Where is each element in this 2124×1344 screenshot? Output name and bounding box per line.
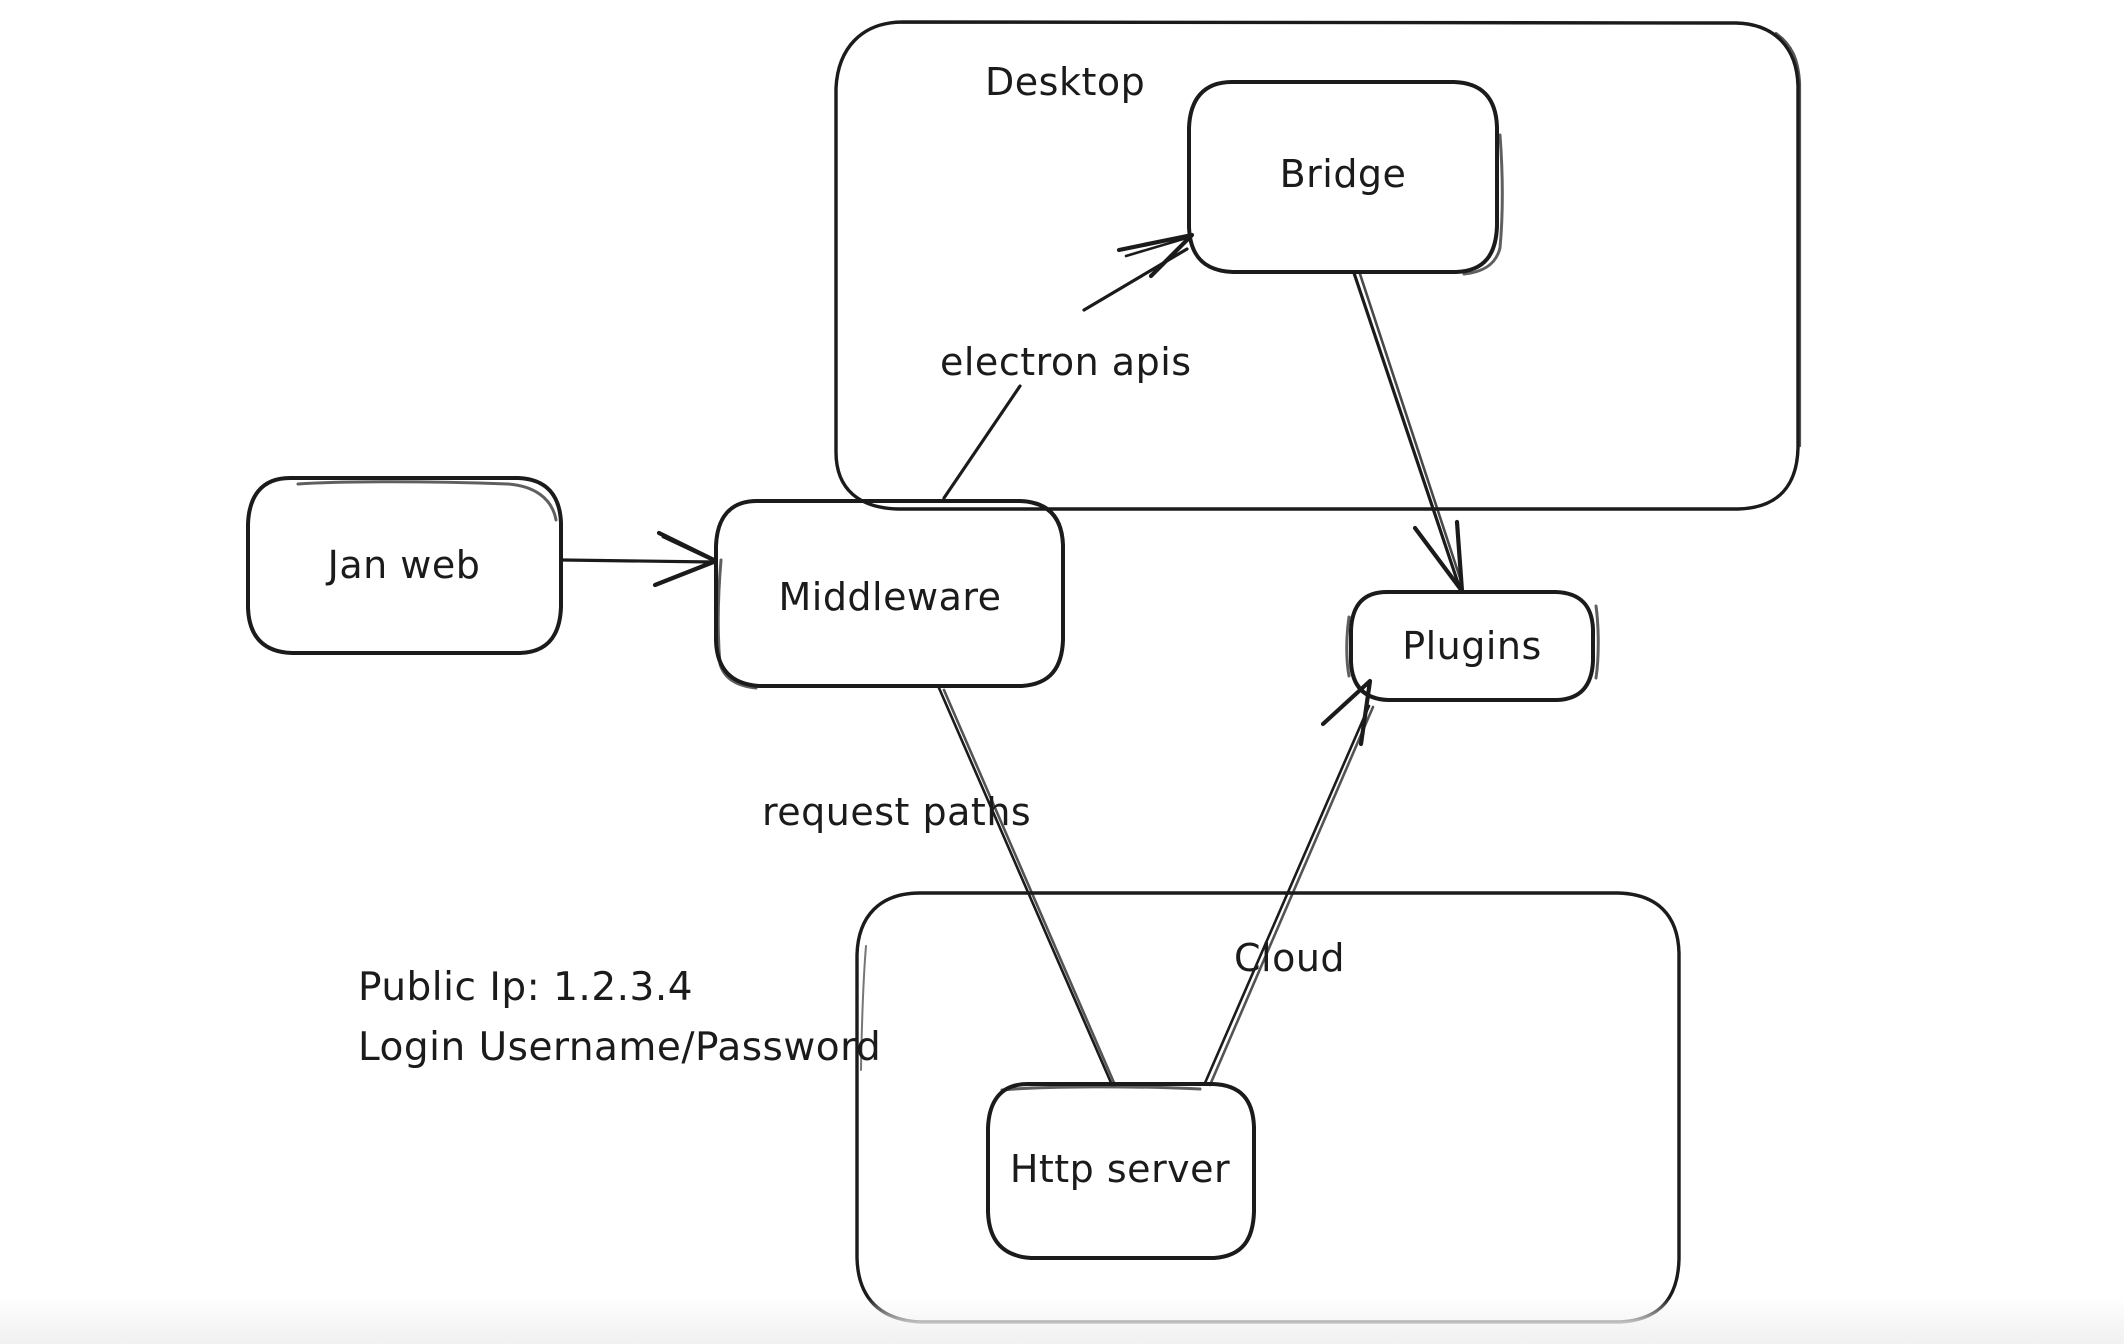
edge-http-server-to-plugins: Cloud	[1203, 678, 1375, 1087]
note-login-credentials: Login Username/Password	[358, 1025, 881, 1070]
node-bridge[interactable]: Bridge	[1187, 80, 1504, 276]
edge-line-sketch	[942, 688, 1117, 1087]
edge-line-sketch	[1208, 705, 1375, 1087]
jan-web-box	[246, 476, 563, 655]
edge-middleware-to-bridge: electron apis	[940, 232, 1195, 500]
cloud-container-border-sketch	[860, 945, 867, 1071]
edge-label-request-paths: request paths	[762, 790, 1031, 834]
plugins-label: Plugins	[1402, 624, 1542, 668]
arrowhead	[1412, 519, 1465, 594]
arrowhead	[1116, 232, 1195, 279]
bridge-box	[1187, 80, 1499, 274]
arrowhead	[652, 530, 719, 588]
desktop-container-border-sketch	[1774, 31, 1802, 448]
jan-web-box-sketch	[296, 480, 558, 522]
node-plugins[interactable]: Plugins	[1345, 590, 1600, 702]
edge-label-cloud: Cloud	[1234, 936, 1345, 980]
edge-line	[1352, 271, 1461, 588]
middleware-box-sketch	[716, 558, 758, 690]
edge-line	[1203, 704, 1371, 1085]
desktop-container-border	[834, 20, 1800, 511]
node-middleware[interactable]: Middleware	[714, 499, 1065, 690]
note-public-ip: Public Ip: 1.2.3.4	[358, 965, 693, 1010]
notes-block: Public Ip: 1.2.3.4 Login Username/Passwo…	[358, 965, 881, 1070]
arrowhead	[1320, 678, 1373, 747]
edge-bridge-to-plugins	[1352, 271, 1465, 594]
edge-label-electron-apis: electron apis	[940, 340, 1192, 384]
middleware-box	[714, 499, 1065, 688]
http-server-label: Http server	[1010, 1147, 1230, 1191]
edge-line	[561, 558, 715, 564]
jan-web-label: Jan web	[326, 543, 481, 587]
edge-jan-web-to-middleware	[561, 530, 719, 588]
http-server-box	[986, 1082, 1256, 1260]
node-http-server[interactable]: Http server	[986, 1082, 1256, 1260]
arrowhead-sketch	[1124, 235, 1192, 258]
middleware-label: Middleware	[778, 575, 1001, 619]
plugins-box	[1349, 590, 1595, 702]
group-label-desktop: Desktop	[985, 60, 1145, 104]
edge-line	[937, 686, 1114, 1087]
arrowhead-sketch	[661, 535, 716, 563]
edge-line-sketch	[1358, 272, 1464, 586]
edge-line-lower	[942, 384, 1022, 500]
bridge-box-sketch	[1462, 133, 1504, 276]
node-jan-web[interactable]: Jan web	[246, 476, 563, 655]
edge-middleware-to-http-server: request paths	[762, 686, 1117, 1087]
group-desktop: Desktop	[834, 20, 1802, 511]
plugins-box-sketch	[1345, 604, 1600, 680]
http-server-box-sketch	[1000, 1085, 1202, 1092]
bridge-label: Bridge	[1280, 152, 1407, 196]
